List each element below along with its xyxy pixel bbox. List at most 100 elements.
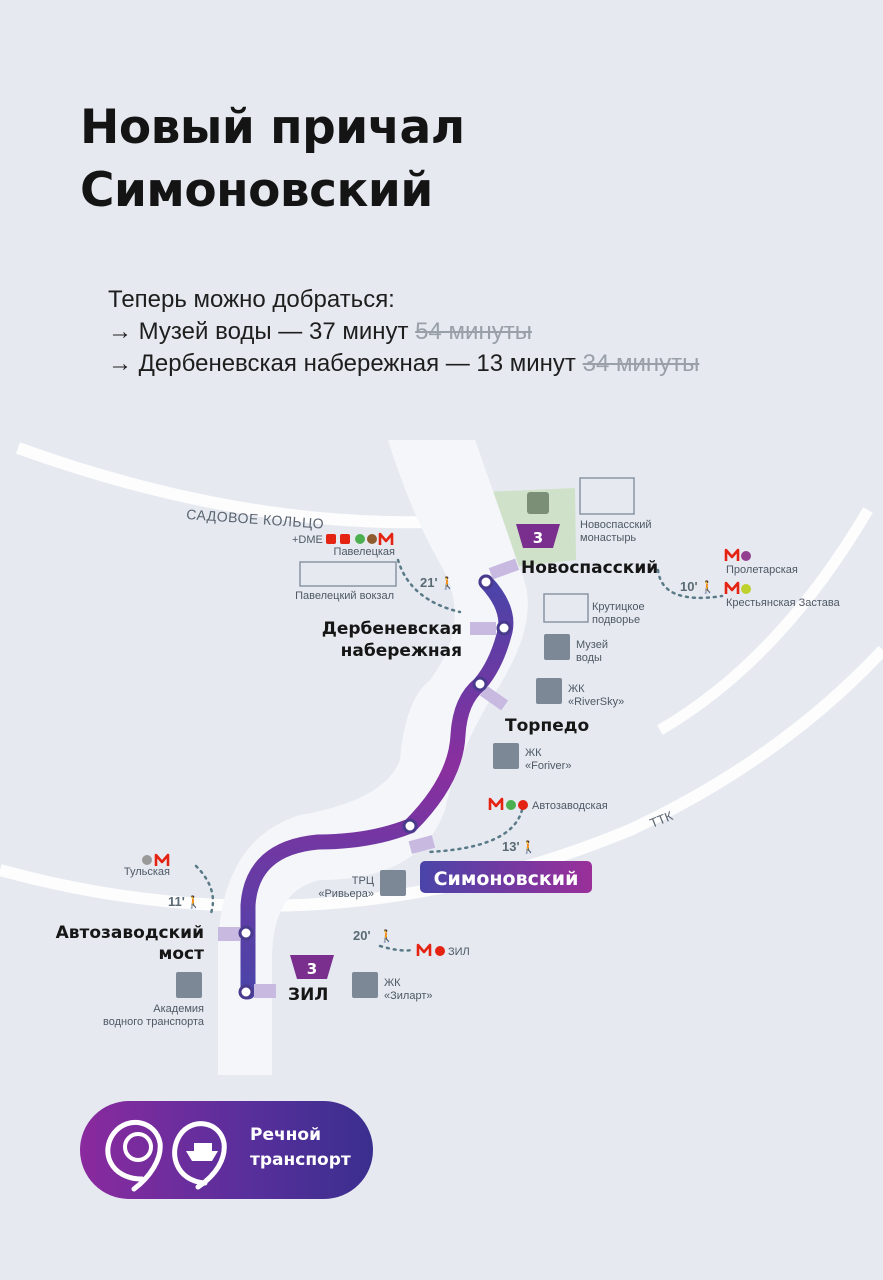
route-number-zil: 3 [307, 960, 317, 978]
walk-time-zil: 20' [353, 928, 371, 943]
connector-simonovsky [408, 835, 436, 854]
metro-icon-tulskaya [154, 853, 170, 866]
river-transport-logo[interactable]: Речной транспорт [80, 1101, 373, 1199]
pier-label-zil[interactable]: ЗИЛ [288, 985, 328, 1005]
connector-novospassky [488, 558, 520, 580]
pier-label-avtozavodsky-1[interactable]: Автозаводский [56, 923, 204, 943]
building-icon-foriver [493, 743, 519, 769]
pier-label-avtozavodsky-2[interactable]: мост [158, 944, 204, 964]
station-paveletskaya: Павелецкая [334, 546, 396, 558]
pier-label-novospassky[interactable]: Новоспасский [521, 558, 658, 578]
pier-label-derbenevskaya-1[interactable]: Дербеневская [322, 619, 462, 639]
walk-path-paveletskaya [396, 558, 462, 614]
moscow-transport-icon [105, 1120, 163, 1192]
connector-derbenevskaya [470, 622, 496, 635]
stop-avtozavodsky[interactable] [238, 925, 254, 941]
line-10-icon [741, 584, 751, 594]
logo-marks [105, 1120, 227, 1192]
connector-zil [254, 984, 276, 998]
sadovoe-ring-road [15, 442, 471, 529]
route-info: Теперь можно добраться: → Музей воды — 3… [108, 284, 699, 380]
landmark-riviera-1: ТРЦ [352, 875, 374, 887]
route-info-line-1: → Музей воды — 37 минут 54 минуты [108, 316, 699, 348]
stop-zil[interactable] [238, 984, 254, 1000]
ttk-road [0, 645, 883, 912]
landmark-riversky-1: ЖК [568, 683, 585, 695]
logo-line-1: Речной [250, 1125, 321, 1145]
landmark-water-museum-1: Музей [576, 639, 608, 651]
walk-time-paveletskaya: 21' [420, 575, 438, 590]
metro-icon-paveletskaya [378, 532, 394, 545]
route-2-old-time: 34 минуты [582, 350, 700, 377]
route-3-badge-top [516, 524, 560, 548]
landmark-academy-2: водного транспорта [103, 1016, 205, 1028]
landmark-foriver-1: ЖК [525, 747, 542, 759]
line-14-icon [518, 800, 528, 810]
pier-label-torpedo[interactable]: Торпедо [505, 716, 589, 736]
landmark-monastery-1: Новоспасский [580, 519, 652, 531]
museum-icon [544, 634, 570, 660]
walk-path-avtozavodskaya [426, 808, 524, 854]
page-title: Новый причал Симоновский [80, 96, 465, 222]
station-zil: ЗИЛ [448, 946, 470, 958]
pier-label-simonovsky[interactable]: Симоновский [434, 868, 579, 890]
train-icon [340, 534, 350, 544]
stop-simonovsky[interactable] [402, 818, 418, 834]
line-7-icon [741, 551, 751, 561]
route-info-intro: Теперь можно добраться: [108, 286, 395, 313]
walk-time-tulskaya: 11' [168, 894, 185, 909]
pier-label-derbenevskaya-2[interactable]: набережная [341, 641, 462, 661]
landmark-zilart-2: «Зиларт» [384, 990, 432, 1002]
building-icon-zilart [352, 972, 378, 998]
moscow-river [218, 440, 528, 1075]
sadovoe-road-label: САДОВОЕ КОЛЬЦО [186, 506, 325, 532]
stop-derbenevskaya[interactable] [496, 620, 512, 636]
walk-icon-zil: 🚶 [379, 929, 394, 943]
landmark-foriver-2: «Foriver» [525, 760, 571, 772]
walk-path-zil [378, 944, 414, 952]
simonovsky-label-bg [420, 861, 592, 893]
connector-avtozavodsky [218, 927, 240, 941]
station-krest-zastava: Крестьянская Застава [726, 597, 841, 609]
church-icon [543, 593, 589, 623]
walk-time-proletarskaya: 10' [680, 579, 698, 594]
metro-icon-zil [416, 943, 432, 956]
stop-torpedo[interactable] [472, 676, 488, 692]
monastery-icon [579, 477, 635, 515]
tree-icon [527, 492, 549, 514]
metro-icon-avtozavodskaya [488, 797, 504, 810]
title-line-1: Новый причал [80, 100, 465, 155]
title-line-2: Симоновский [80, 163, 433, 218]
line-9-icon [142, 855, 152, 865]
logo-line-2: транспорт [250, 1150, 351, 1170]
walk-icon-proletarskaya: 🚶 [700, 580, 715, 594]
connector-torpedo [479, 685, 509, 711]
landmark-zilart-1: ЖК [384, 977, 401, 989]
landmark-monastery-2: монастырь [580, 532, 636, 544]
walk-icon-avtozavodskaya: 🚶 [521, 840, 536, 854]
landmark-academy-1: Академия [153, 1003, 204, 1015]
ring-road-right [657, 507, 873, 735]
station-building-icon [299, 561, 397, 587]
boat-icon [186, 1143, 218, 1161]
aeroexpress-icon [326, 534, 336, 544]
landmark-krutitskoe-2: подворье [592, 614, 640, 626]
route-3-line [240, 574, 514, 1000]
line-5-icon [367, 534, 377, 544]
landmark-riversky-2: «RiverSky» [568, 696, 624, 708]
walk-path-proletarskaya [656, 568, 724, 600]
landmark-krutitskoe-1: Крутицкое [592, 601, 645, 613]
route-1-text: → Музей воды — 37 минут [108, 318, 409, 345]
route-info-line-2: → Дербеневская набережная — 13 минут 34 … [108, 348, 699, 380]
stop-novospassky[interactable] [478, 574, 494, 590]
academy-icon [176, 972, 202, 998]
walk-icon-tulskaya: 🚶 [186, 895, 201, 909]
route-1-old-time: 54 минуты [415, 318, 532, 345]
line-2-icon [355, 534, 365, 544]
walk-icon-paveletskaya: 🚶 [440, 576, 455, 590]
landmark-riviera-2: «Ривьера» [318, 888, 374, 900]
dme-label: +DME [292, 534, 323, 546]
landmark-paveletsky-station: Павелецкий вокзал [295, 590, 394, 602]
route-3-badge-zil [290, 955, 334, 979]
